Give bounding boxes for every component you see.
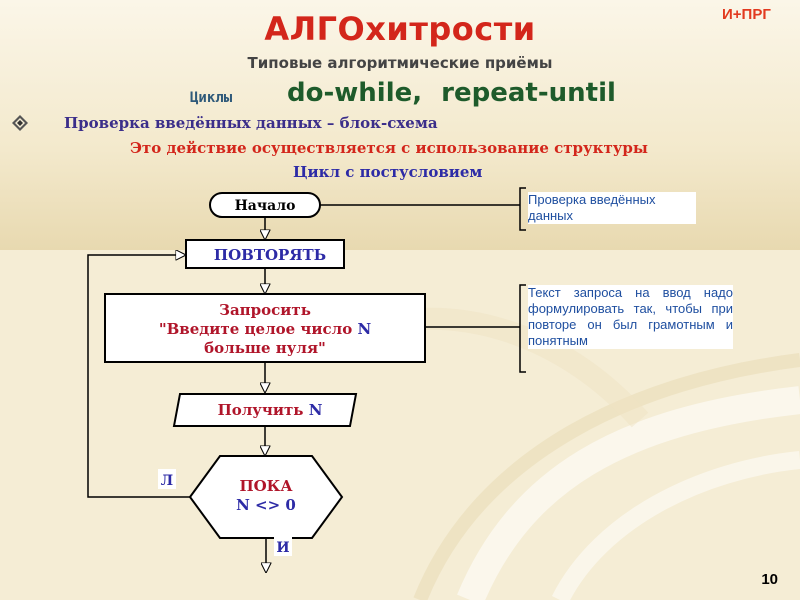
while-line1: ПОКА: [239, 477, 293, 495]
while-line2: N <> 0: [236, 496, 296, 514]
course-label: И+ПРГ: [722, 6, 771, 23]
note2-bracket: [519, 284, 526, 373]
cycles-keywords: do-while, repeat-until: [287, 78, 616, 108]
request-line1: Запросить: [219, 301, 311, 319]
while-node: ПОКА N <> 0: [188, 455, 344, 539]
request-node: Запросить "Введите целое число N больше …: [104, 293, 426, 363]
request-line2: "Введите целое число N: [159, 320, 372, 338]
structure-name: Цикл с постусловием: [293, 163, 483, 181]
diamond-bullet-icon: [12, 115, 28, 131]
true-branch-label: И: [276, 540, 289, 556]
request-line3: больше нуля": [204, 339, 326, 357]
start-node: Начало: [209, 192, 321, 218]
repeat-node: ПОВТОРЯТЬ: [185, 239, 345, 269]
slide-title: АЛГОхитрости: [264, 10, 536, 48]
repeat-label: ПОВТОРЯТЬ: [214, 246, 326, 264]
note-input-check: Проверка введённых данных: [528, 192, 696, 224]
slide-subtitle: Типовые алгоритмические приёмы: [247, 54, 553, 72]
page-number: 10: [761, 571, 778, 588]
bullet-text: Проверка введённых данных – блок-схема: [64, 114, 438, 132]
description-text: Это действие осуществляется с использова…: [130, 139, 648, 157]
true-label-bg: [274, 536, 292, 556]
note1-bracket: [519, 187, 526, 231]
false-label-bg: [158, 469, 176, 489]
receive-label: Получить N: [218, 401, 323, 419]
loop-back-arrow: [87, 255, 190, 498]
cycles-label: Циклы: [190, 90, 233, 106]
note-request-text: Текст запроса на ввод надо формулировать…: [528, 285, 733, 349]
receive-node: Получить N: [172, 393, 358, 427]
start-label: Начало: [235, 198, 296, 214]
false-branch-label: Л: [161, 473, 173, 489]
